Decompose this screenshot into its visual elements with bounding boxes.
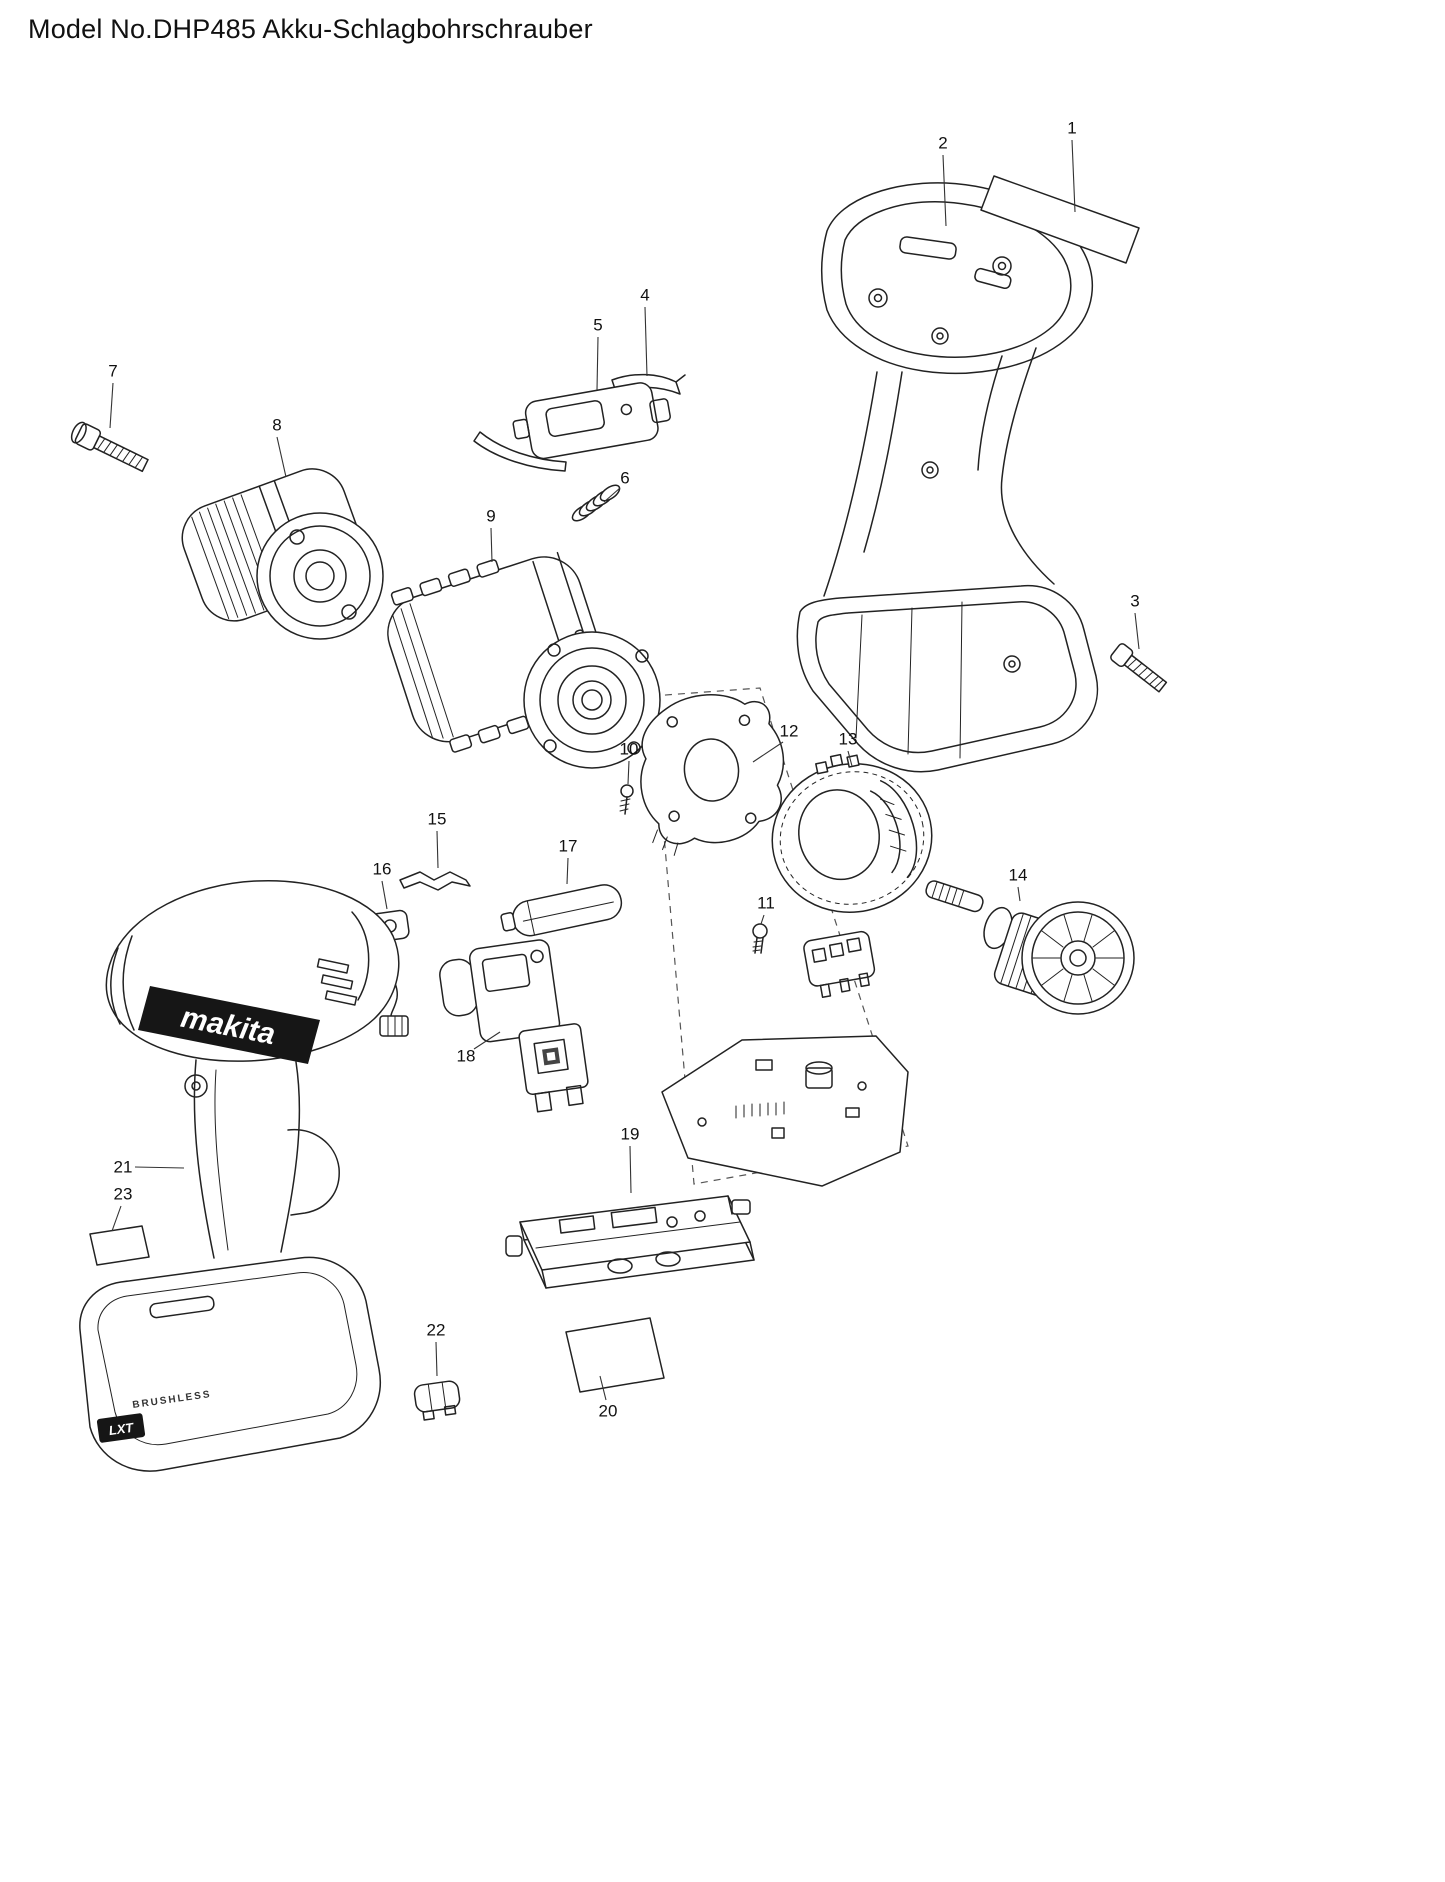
part-11-screw	[752, 923, 768, 954]
part-20-label	[565, 1317, 665, 1393]
part-number-7: 7	[108, 362, 117, 381]
part-number-9: 9	[486, 507, 495, 526]
leader-line-7	[109, 382, 114, 429]
terminal-block	[803, 930, 876, 999]
leader-line-19	[629, 1145, 632, 1194]
part-number-8: 8	[272, 416, 281, 435]
leader-line-6	[603, 487, 621, 503]
part-3-screw	[1110, 643, 1168, 693]
makita-logo-band	[138, 986, 320, 1064]
part-number-13: 13	[839, 730, 858, 749]
part-number-15: 15	[428, 810, 447, 829]
leader-line-17	[566, 857, 569, 885]
leader-line-9	[490, 527, 493, 563]
part-7-bolt	[70, 421, 149, 473]
leader-line-8	[276, 436, 287, 478]
part-10-screw	[619, 784, 634, 815]
part-23-label	[89, 1225, 150, 1266]
page-title: Model No.DHP485 Akku-Schlagbohrschrauber	[28, 14, 593, 44]
leader-line-14	[1017, 886, 1021, 902]
part-18-switch	[439, 939, 589, 1113]
part-12-gasket	[640, 694, 785, 856]
part-1-label	[980, 175, 1140, 264]
part-21-housing-left: makita BRUSHLESS LXT	[79, 880, 400, 1472]
lxt-badge	[96, 1413, 146, 1443]
part-number-12: 12	[780, 722, 799, 741]
part-6-spring	[571, 484, 621, 522]
part-number-19: 19	[621, 1125, 640, 1144]
part-number-17: 17	[559, 837, 578, 856]
part-number-21: 21	[114, 1158, 133, 1177]
leader-line-12	[752, 741, 784, 763]
part-15-leaf-spring	[399, 871, 471, 891]
leader-line-11	[760, 914, 765, 925]
leader-line-10	[627, 760, 630, 785]
controller-pcb	[661, 1035, 909, 1187]
part-13-stator	[771, 753, 933, 914]
part-number-11: 11	[757, 894, 775, 913]
part-19-holder	[505, 1195, 755, 1289]
part-14-rotor	[925, 880, 1135, 1015]
leader-line-20	[599, 1375, 607, 1401]
part-number-6: 6	[620, 469, 629, 488]
part-8-chuck	[181, 468, 384, 640]
part-number-22: 22	[427, 1321, 446, 1340]
part-number-23: 23	[114, 1185, 133, 1204]
leader-line-22	[435, 1341, 438, 1377]
leader-line-23	[111, 1205, 122, 1232]
leader-line-18	[473, 1031, 501, 1050]
part-number-16: 16	[373, 860, 392, 879]
leader-line-21	[134, 1166, 185, 1169]
leader-line-3	[1134, 612, 1140, 650]
assembly-dashed-outline	[651, 687, 909, 1185]
part-number-1: 1	[1067, 119, 1076, 138]
leader-line-16	[381, 880, 388, 910]
leader-line-5	[596, 336, 599, 391]
leader-line-2	[942, 154, 947, 227]
part-5-switch-plate	[473, 382, 671, 472]
leader-line-13	[847, 750, 853, 767]
part-number-10: 10	[620, 740, 639, 759]
leader-line-1	[1071, 139, 1076, 213]
part-17-cover	[500, 884, 623, 937]
part-2-housing-right	[796, 182, 1099, 773]
part-number-14: 14	[1009, 866, 1028, 885]
part-9-gearbox	[387, 551, 661, 769]
part-number-20: 20	[599, 1402, 618, 1421]
part-number-5: 5	[593, 316, 602, 335]
part-number-3: 3	[1130, 592, 1139, 611]
leader-line-4	[644, 306, 648, 377]
part-number-4: 4	[640, 286, 649, 305]
leader-line-15	[436, 830, 439, 869]
part-number-18: 18	[457, 1047, 476, 1066]
lxt-text: LXT	[108, 1420, 135, 1438]
part-number-2: 2	[938, 134, 947, 153]
part-22-clip	[413, 1380, 461, 1421]
